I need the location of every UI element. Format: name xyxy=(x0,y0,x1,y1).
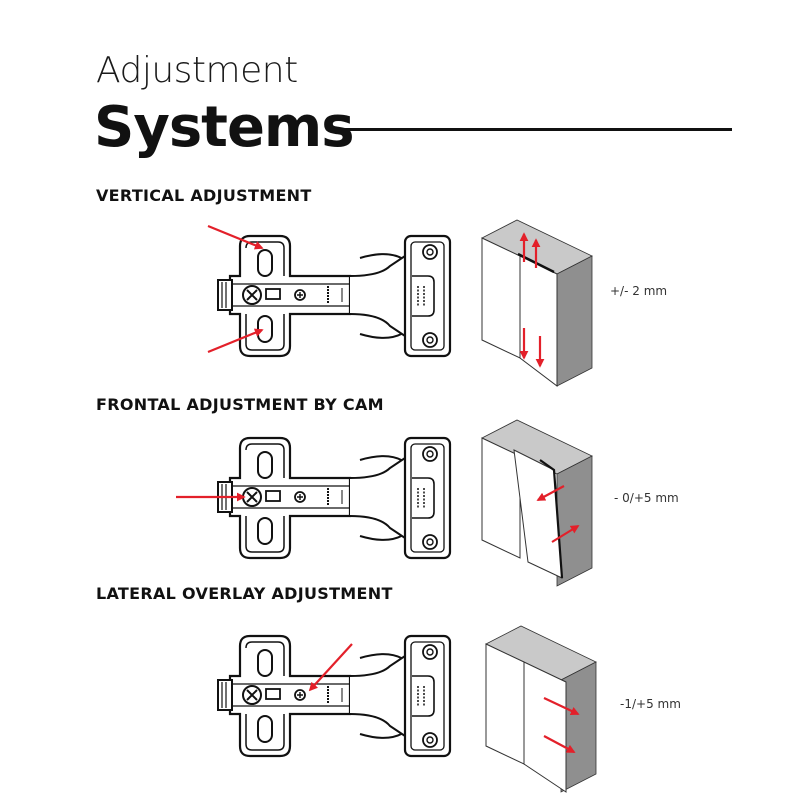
red-arrow-icon xyxy=(536,485,580,543)
red-arrow-icon xyxy=(519,232,545,368)
heading-frontal-adjustment: FRONTAL ADJUSTMENT BY CAM xyxy=(96,395,384,414)
value-frontal: - 0/+5 mm xyxy=(614,491,679,505)
cabinet-drawing-lateral xyxy=(485,625,597,793)
title-adjustment: Adjustment xyxy=(96,50,298,91)
cabinet-drawing-frontal xyxy=(481,419,593,587)
heading-lateral-adjustment: LATERAL OVERLAY ADJUSTMENT xyxy=(96,584,393,603)
value-lateral: -1/+5 mm xyxy=(620,697,681,711)
red-arrow-icon xyxy=(207,224,264,354)
red-arrow-icon xyxy=(543,697,580,753)
title-divider xyxy=(342,128,732,131)
red-arrow-icon xyxy=(308,643,353,692)
value-vertical: +/- 2 mm xyxy=(610,284,668,298)
heading-vertical-adjustment: VERTICAL ADJUSTMENT xyxy=(96,186,312,205)
hinge-drawing-frontal xyxy=(216,436,452,560)
title-systems: Systems xyxy=(94,95,355,160)
red-arrow-icon xyxy=(176,492,246,502)
